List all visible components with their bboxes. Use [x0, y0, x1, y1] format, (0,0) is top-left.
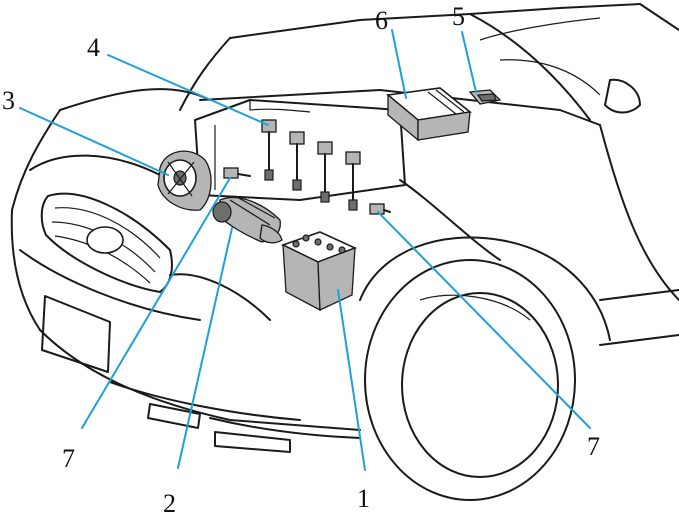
leader-line-4: [107, 54, 269, 126]
ignition-coil-1: [261, 119, 277, 181]
component-6-ecu: [386, 87, 472, 142]
callout-2: 2: [163, 489, 176, 518]
component-7-right: [369, 203, 391, 215]
callout-7-right: 7: [587, 432, 600, 461]
ignition-coil-4: [345, 151, 361, 211]
ignition-coil-2: [289, 131, 305, 191]
callout-6: 6: [375, 6, 388, 35]
component-5: [468, 89, 502, 105]
alternator: [157, 150, 212, 211]
leader-line-3: [19, 107, 169, 176]
leader-line-7b: [377, 211, 591, 429]
component-7-left: [223, 167, 251, 179]
battery: [280, 231, 358, 312]
callout-7-left: 7: [62, 444, 75, 473]
leader-line-7a: [81, 177, 231, 429]
callout-4: 4: [87, 33, 100, 62]
leader-lines: [19, 29, 591, 471]
ignition-coil-3: [317, 141, 333, 203]
leader-line-1: [337, 289, 366, 471]
callout-3: 3: [2, 86, 15, 115]
starter-motor: [212, 195, 283, 244]
leader-line-6: [391, 29, 407, 99]
car-body: [10, 3, 679, 501]
callout-5: 5: [452, 2, 465, 31]
callout-1: 1: [357, 484, 370, 513]
ignition-coils: [261, 119, 361, 211]
leader-line-5: [461, 31, 477, 93]
leader-line-2: [177, 227, 233, 469]
